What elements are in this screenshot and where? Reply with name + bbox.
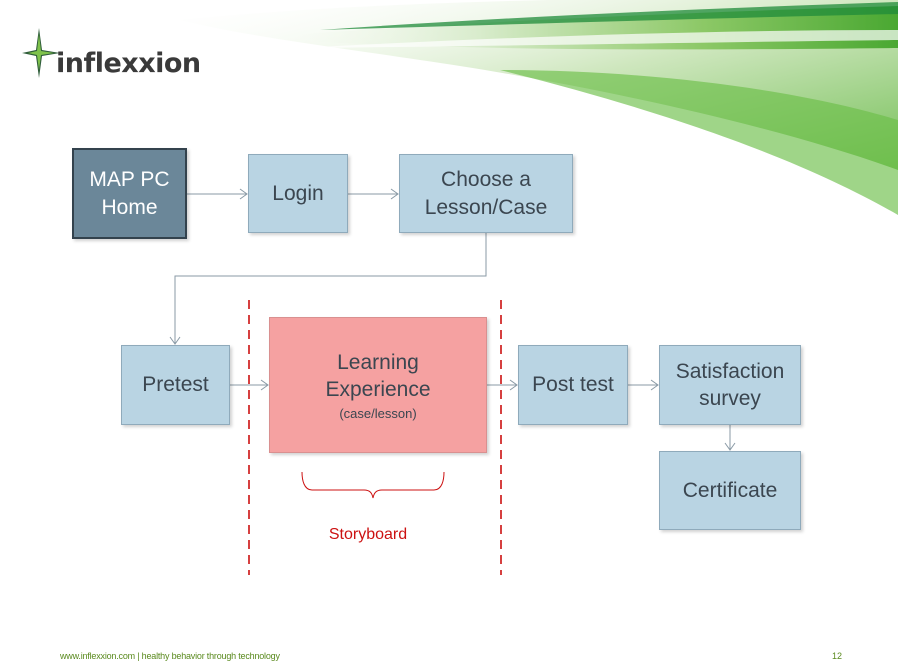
satisfaction-survey-label: Satisfaction survey: [675, 359, 785, 410]
company-logo-text: inflexxion: [56, 48, 201, 79]
post-test-label: Post test: [532, 373, 614, 397]
map-pc-home-box: MAP PC Home: [72, 148, 187, 239]
footer-text: www.inflexxion.com | healthy behavior th…: [60, 651, 280, 661]
certificate-label: Certificate: [682, 478, 778, 502]
choose-lesson-label: Choose a Lesson/Case: [424, 168, 548, 219]
login-label: Login: [272, 181, 324, 205]
satisfaction-survey-box: Satisfaction survey: [659, 345, 801, 425]
learning-experience-box: Learning Experience (case/lesson): [269, 317, 487, 453]
storyboard-label: Storyboard: [328, 526, 408, 543]
pretest-label: Pretest: [142, 373, 209, 397]
page-number: 12: [832, 651, 843, 661]
inflexxion-star-icon: [22, 28, 60, 78]
learning-experience-label: Learning Experience: [325, 350, 431, 402]
post-test-box: Post test: [518, 345, 628, 425]
learning-experience-sublabel: (case/lesson): [339, 405, 417, 421]
map-pc-home-label: MAP PC Home: [89, 168, 170, 219]
certificate-box: Certificate: [659, 451, 801, 530]
login-box: Login: [248, 154, 348, 233]
choose-lesson-box: Choose a Lesson/Case: [399, 154, 573, 233]
pretest-box: Pretest: [121, 345, 230, 425]
